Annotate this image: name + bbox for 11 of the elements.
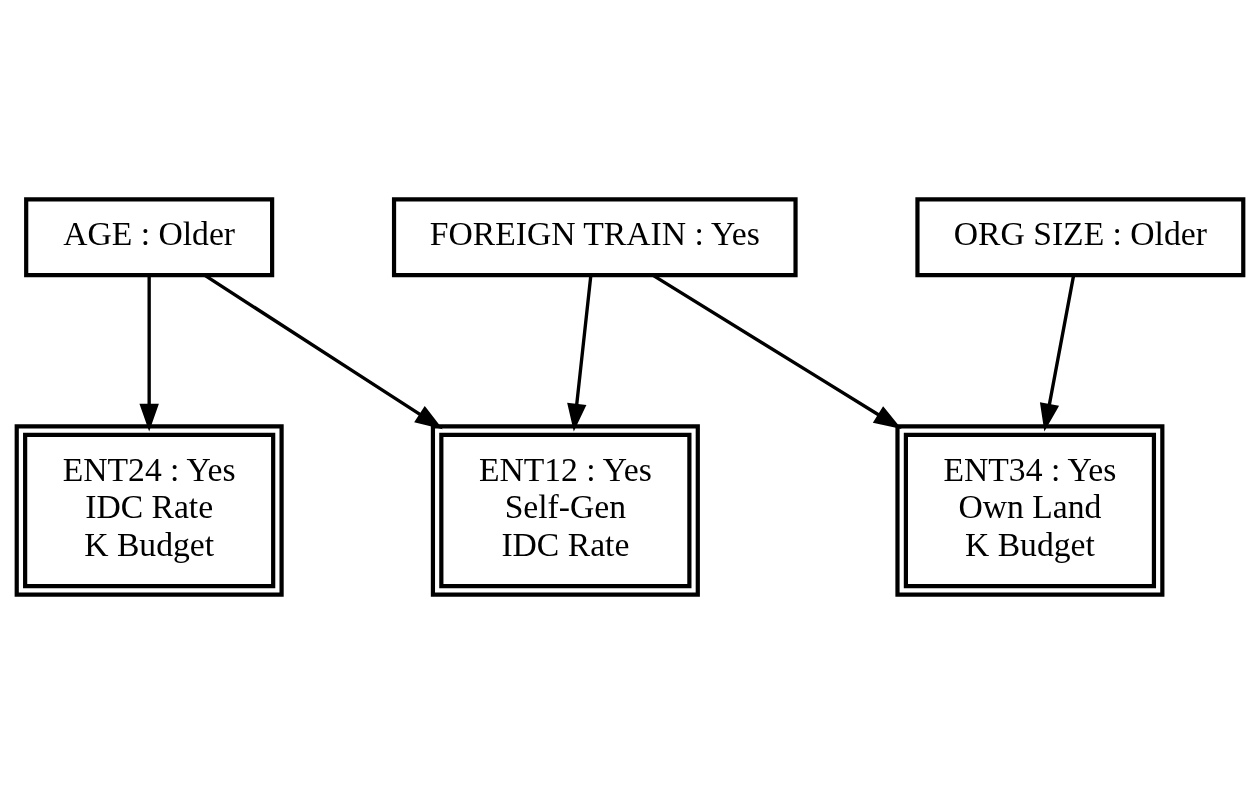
node-box: ENT24 : Yes IDC Rate K Budget [14,424,284,597]
arrow [204,274,443,430]
node-box: AGE : Older [24,197,275,278]
node-box: FOREIGN TRAIN : Yes [391,197,798,278]
node-box: ORG SIZE : Older [915,197,1246,278]
arrow [139,275,159,432]
node-box: ENT12 : Yes Self-Gen IDC Rate [430,424,700,597]
node-box: ENT34 : Yes Own Land K Budget [895,424,1165,597]
arrow [652,274,902,430]
arrow [567,275,593,432]
arrow [1039,275,1076,432]
